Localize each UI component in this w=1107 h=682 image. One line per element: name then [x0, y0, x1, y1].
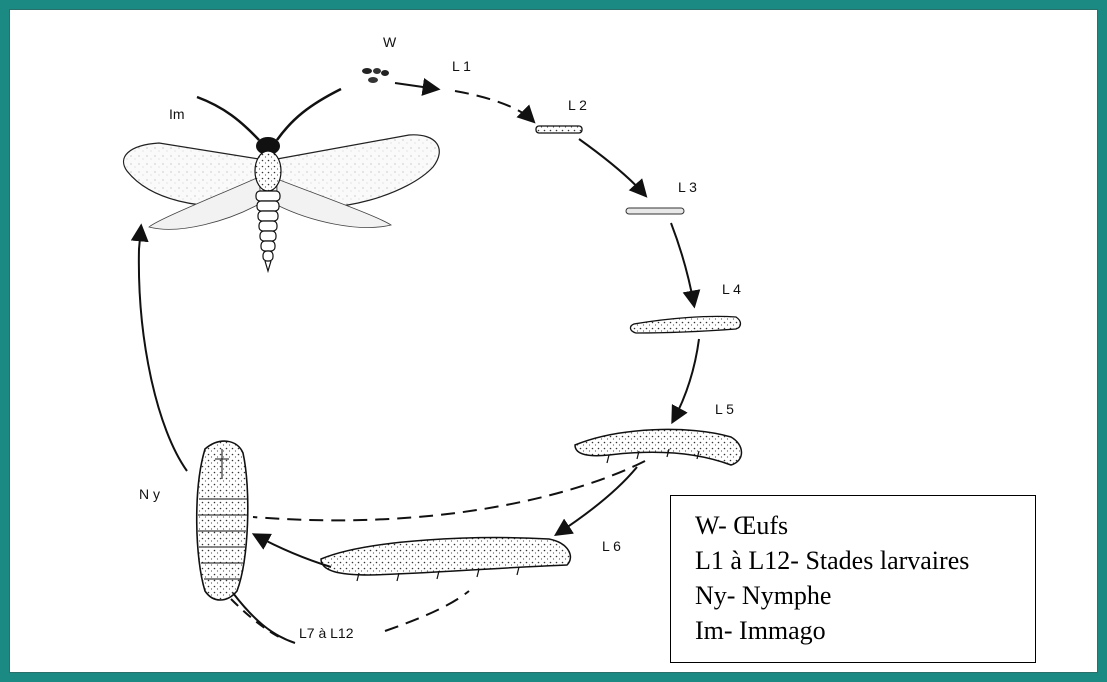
- label-im: Im: [169, 106, 185, 122]
- label-ny: N y: [139, 486, 160, 502]
- larva-l2-illustration: [536, 126, 582, 133]
- legend-item-eggs: W- Œufs: [695, 508, 1035, 543]
- larva-l4-illustration: [630, 316, 740, 333]
- larva-l5-illustration: [575, 429, 742, 465]
- label-l4: L 4: [722, 281, 741, 297]
- label-l3: L 3: [678, 179, 697, 195]
- label-l1: L 1: [452, 58, 471, 74]
- legend-box: W- Œufs L1 à L12- Stades larvaires Ny- N…: [670, 495, 1036, 663]
- pupa-illustration: [197, 441, 248, 600]
- label-l2: L 2: [568, 97, 587, 113]
- label-l6: L 6: [602, 538, 621, 554]
- label-w: W: [383, 34, 397, 50]
- eggs-illustration: [362, 68, 389, 83]
- larva-l6-illustration: [321, 538, 570, 581]
- legend-item-larval-stages: L1 à L12- Stades larvaires: [695, 543, 1035, 578]
- label-l5: L 5: [715, 401, 734, 417]
- larva-l3-illustration: [626, 208, 684, 214]
- legend-item-pupa: Ny- Nymphe: [695, 578, 1035, 613]
- legend-item-adult: Im- Immago: [695, 613, 1035, 648]
- label-l7-l12: L7 à L12: [299, 625, 354, 641]
